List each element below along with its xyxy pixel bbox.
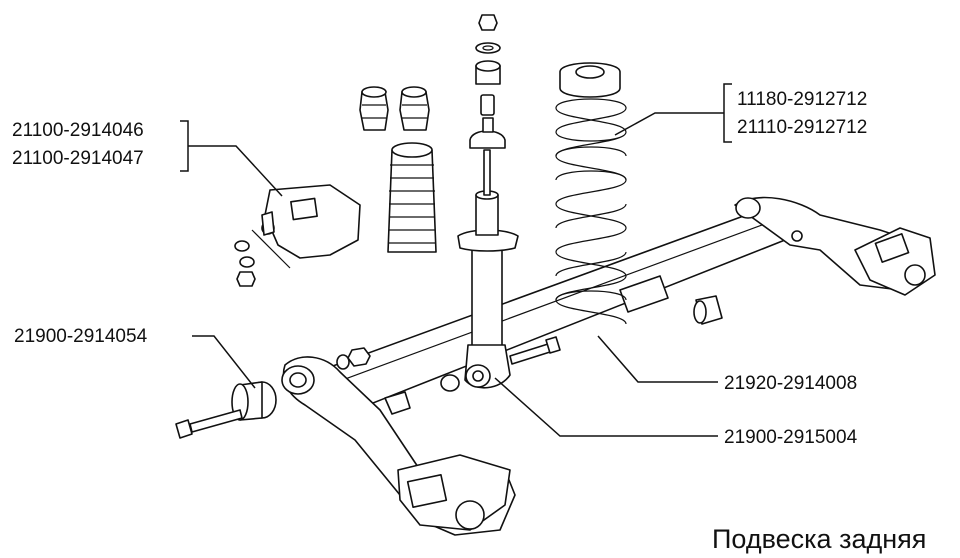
bracket-fasteners <box>234 240 256 287</box>
bracket-callout-frame <box>180 120 189 172</box>
bushing-leader-line <box>192 335 256 389</box>
shock-top-mount <box>469 14 506 149</box>
silent-block-bushing <box>231 381 277 421</box>
label-bracket-b: 21100-2914047 <box>12 148 144 169</box>
nut-and-washer <box>336 347 460 392</box>
label-spring-b: 21110-2912712 <box>737 117 867 138</box>
beam-bushing <box>693 295 723 325</box>
label-bracket-a: 21100-2914046 <box>12 120 144 141</box>
label-shock: 21900-2915004 <box>724 427 858 448</box>
beam-leader-line <box>597 335 718 383</box>
shock-absorber <box>457 149 519 389</box>
right-trailing-arm <box>734 196 936 296</box>
spring-leader-line <box>614 112 724 136</box>
label-spring-a: 11180-2912712 <box>737 89 867 110</box>
shock-lower-bolt <box>509 336 561 365</box>
diagram-title: Подвеска задняя <box>712 524 926 554</box>
bump-stops <box>359 86 430 131</box>
spring-callout-frame <box>723 83 732 143</box>
label-bushing: 21900-2914054 <box>14 326 148 347</box>
protective-boot <box>387 142 437 253</box>
left-trailing-arm <box>281 356 516 536</box>
bracket-leader-line <box>188 145 283 197</box>
label-beam: 21920-2914008 <box>724 373 857 394</box>
shock-leader-line <box>494 377 718 437</box>
coil-spring <box>555 62 627 325</box>
mounting-bolt <box>175 409 243 439</box>
body-bracket <box>251 184 361 269</box>
